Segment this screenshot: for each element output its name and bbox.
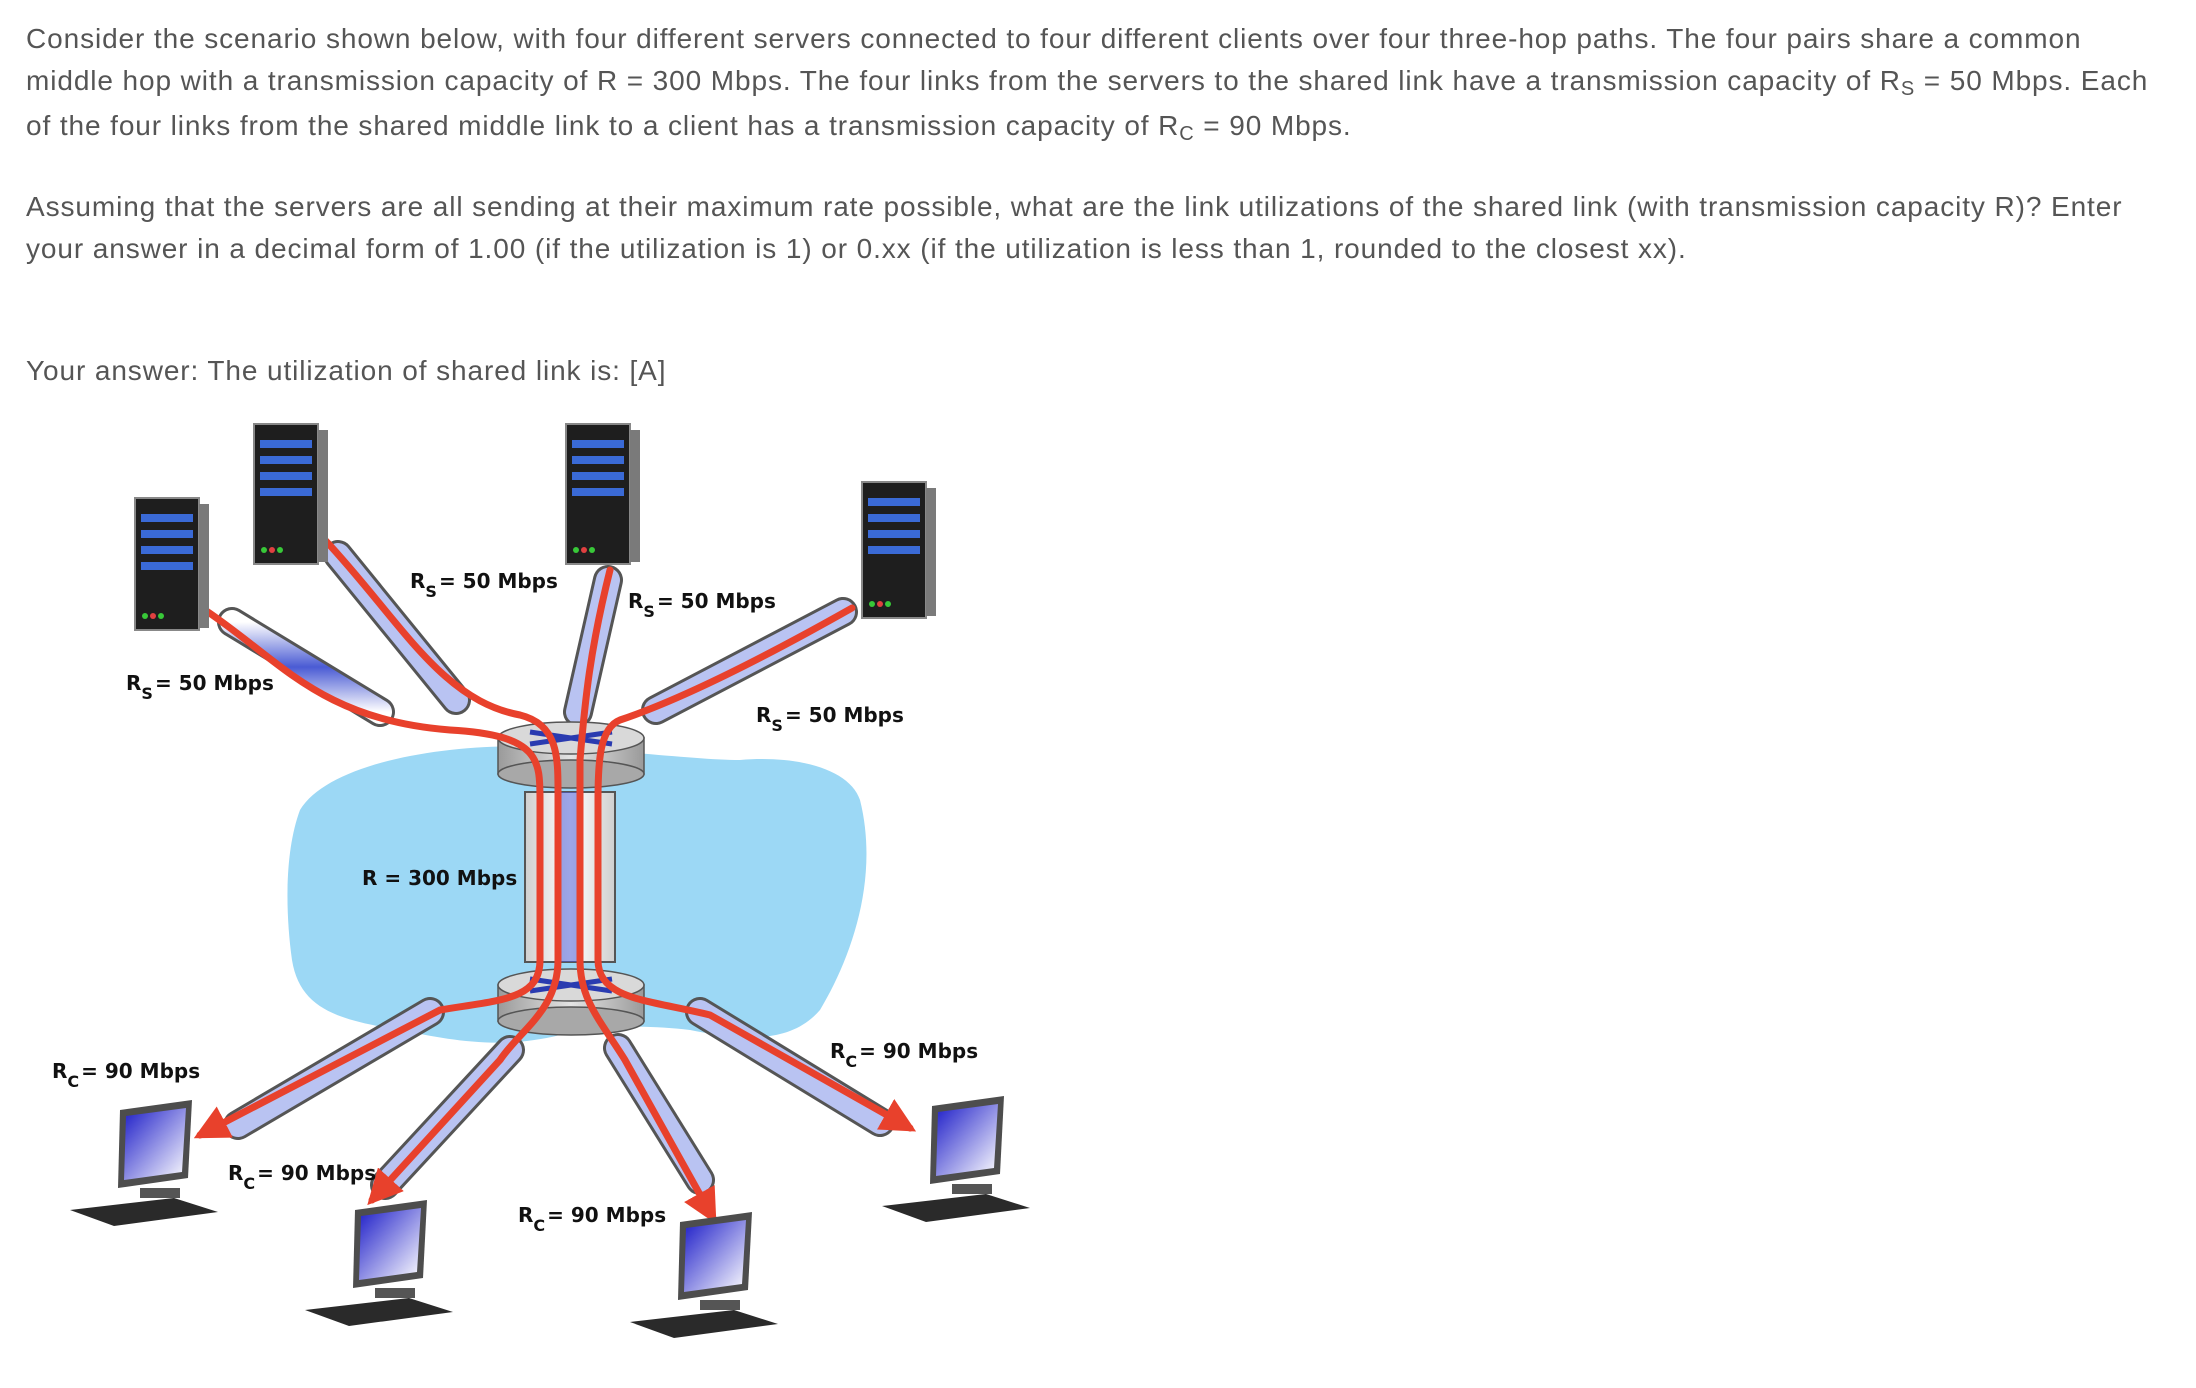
server-link-label: RS= 50 Mbps (410, 569, 558, 601)
server-icon (861, 481, 936, 619)
client-link-label: RC= 90 Mbps (830, 1039, 978, 1071)
router-icon (497, 721, 645, 789)
flow-path-3 (576, 566, 717, 1225)
question-paragraph-1: Consider the scenario shown below, with … (26, 18, 2176, 150)
subscript-s: S (1900, 78, 1916, 100)
server-icon (253, 423, 328, 565)
question-text-1a: Consider the scenario shown below, with … (26, 23, 2082, 96)
client-computer-icon (630, 1212, 778, 1338)
client-computer-icon (305, 1200, 453, 1326)
client-link-label: RC= 90 Mbps (52, 1059, 200, 1091)
server-icon (565, 423, 640, 565)
question-text-1c: = 90 Mbps. (1194, 110, 1352, 141)
flow-arrows (193, 536, 917, 1225)
question-text-1b: = 50 Mbps. Each of the four links from t… (26, 65, 2149, 141)
flow-path-2 (321, 536, 562, 1206)
answer-prompt: Your answer: The utilization of shared l… (26, 355, 667, 386)
client-link-tubes (223, 997, 895, 1200)
shared-link-label: R = 300 Mbps (362, 866, 517, 890)
client-link-label: RC= 90 Mbps (518, 1203, 666, 1235)
client-link-label: RC= 90 Mbps (228, 1161, 376, 1193)
question-paragraph-2: Assuming that the servers are all sendin… (26, 191, 2123, 264)
client-computer-icon (882, 1096, 1030, 1222)
router-icon (497, 968, 645, 1036)
flow-path-4 (594, 604, 917, 1132)
subscript-c: C (1179, 123, 1195, 145)
server-link-label: RS= 50 Mbps (126, 671, 274, 703)
server-link-label: RS= 50 Mbps (756, 703, 904, 735)
client-computer-icon (70, 1100, 218, 1226)
server-icon (134, 497, 209, 631)
server-link-label: RS= 50 Mbps (628, 589, 776, 621)
flow-path-1 (193, 606, 544, 1139)
